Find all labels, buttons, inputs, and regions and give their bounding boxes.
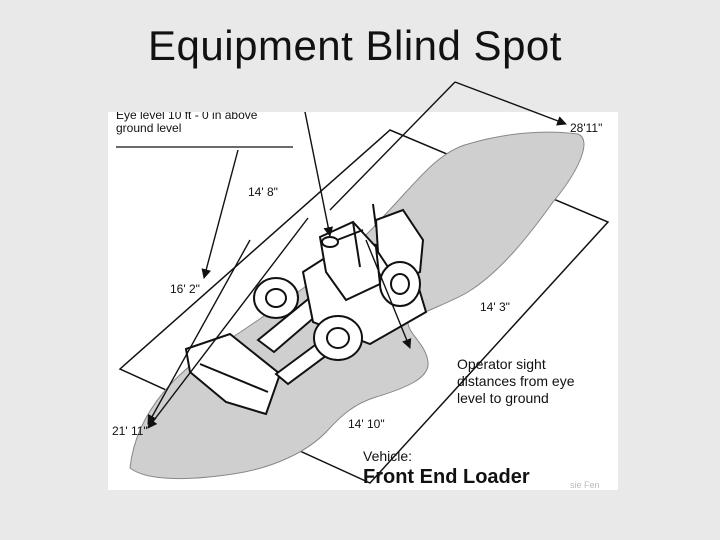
distance-label-upper-left: 14' 8": [248, 185, 278, 199]
slide-title: Equipment Blind Spot: [148, 22, 562, 69]
sight-line-upper-left: [201, 149, 239, 279]
eye-level-note: Eye level 10 ft - 0 in above ground leve…: [116, 112, 258, 135]
diagram-panel: Eye level 10 ft - 0 in above ground leve…: [108, 112, 618, 490]
operator-sight-note: Operator sight distances from eye level …: [457, 356, 575, 406]
blind-spot-diagram: [116, 112, 610, 484]
watermark: sie Fen: [570, 480, 600, 490]
front-end-loader: [184, 203, 428, 416]
sight-line-eye-drop: [304, 112, 334, 237]
sight-line-right: [365, 239, 412, 349]
distance-label-bottom-center: 14' 10": [348, 417, 385, 431]
vehicle-label: Vehicle:: [363, 448, 413, 464]
distance-label-left: 16' 2": [170, 282, 200, 296]
distance-label-right: 14' 3": [480, 300, 510, 314]
distance-label-top-right: 28'11": [570, 121, 603, 135]
vehicle-name: Front End Loader: [363, 466, 530, 488]
distance-label-bottom-left: 21' 11": [112, 424, 148, 438]
operator-eye-marker: [321, 236, 339, 248]
